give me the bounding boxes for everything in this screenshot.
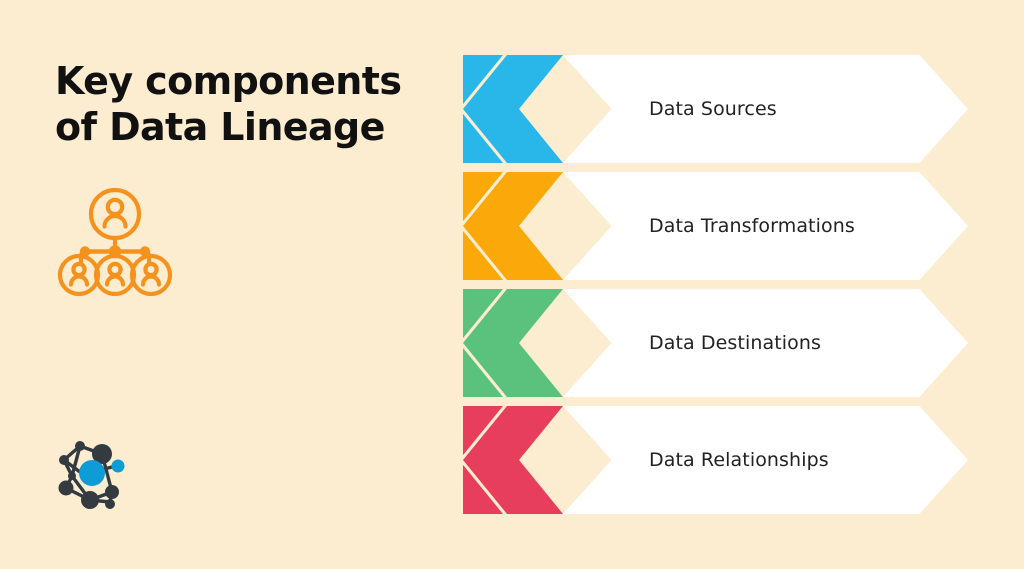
card-background — [563, 172, 968, 280]
page-title: Key components of Data Lineage — [55, 58, 445, 150]
page-title-line-2: of Data Lineage — [55, 105, 385, 149]
org-chart-icon — [57, 186, 173, 297]
chevron-pair-icon — [415, 406, 563, 514]
chevron-pair-icon — [415, 289, 563, 397]
card-background — [563, 55, 968, 163]
chevron-pair-icon — [415, 55, 563, 163]
list-item-data-destinations[interactable]: Data Destinations — [415, 289, 968, 397]
list-item-data-relationships[interactable]: Data Relationships — [415, 406, 968, 514]
card-data-sources[interactable]: Data Sources — [563, 55, 968, 163]
card-background — [563, 406, 968, 514]
card-background — [563, 289, 968, 397]
list-item-data-transformations[interactable]: Data Transformations — [415, 172, 968, 280]
card-label: Data Transformations — [649, 215, 855, 237]
network-nodes-icon — [50, 428, 140, 518]
chevron-pair-icon — [415, 172, 563, 280]
card-data-destinations[interactable]: Data Destinations — [563, 289, 968, 397]
card-data-transformations[interactable]: Data Transformations — [563, 172, 968, 280]
left-panel: Key components of Data Lineage — [0, 0, 460, 569]
card-label: Data Sources — [649, 98, 777, 120]
page-title-line-1: Key components — [55, 59, 402, 103]
list-item-data-sources[interactable]: Data Sources — [415, 55, 968, 163]
card-label: Data Destinations — [649, 332, 822, 354]
card-data-relationships[interactable]: Data Relationships — [563, 406, 968, 514]
card-label: Data Relationships — [649, 449, 829, 471]
